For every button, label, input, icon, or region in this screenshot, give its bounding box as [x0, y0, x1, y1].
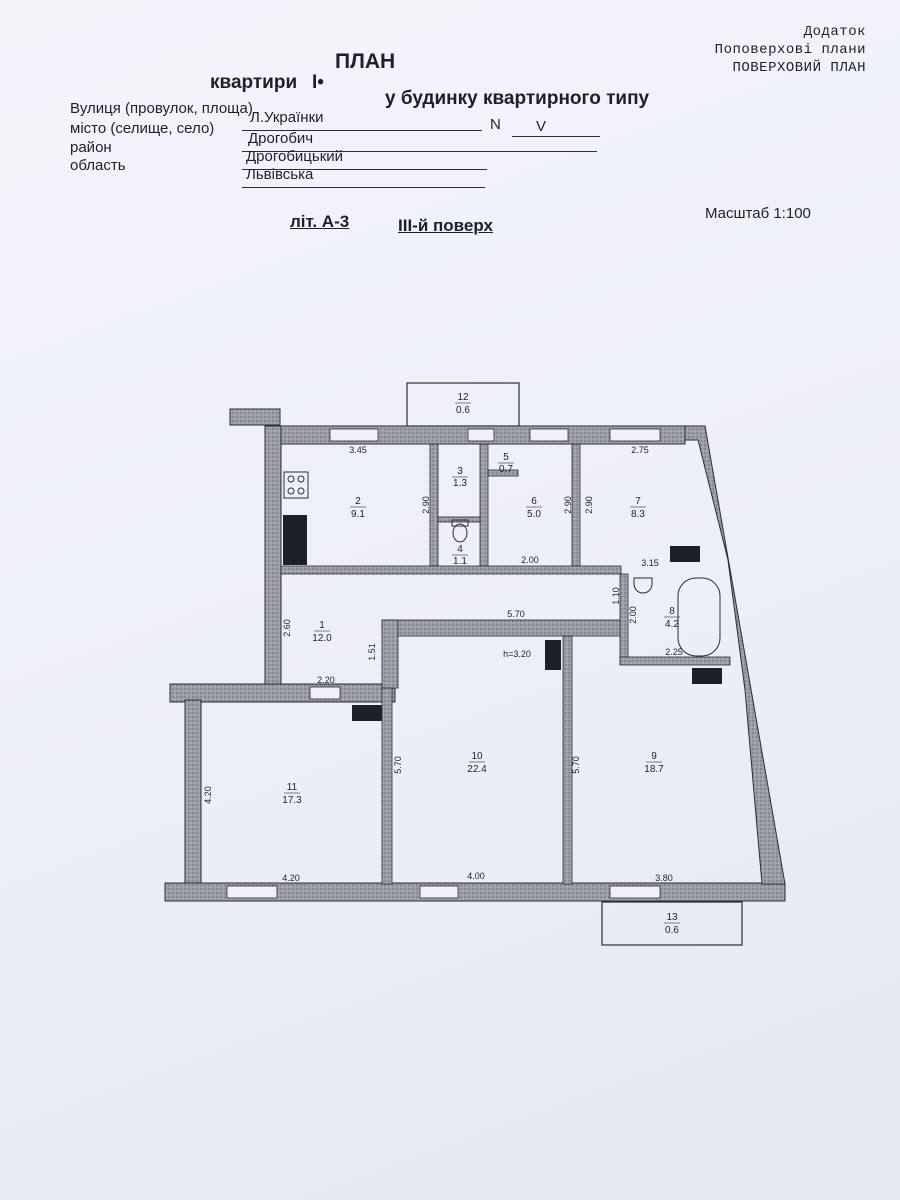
plan-title: ПЛАН	[335, 50, 396, 73]
dim-420b: 4.20	[282, 873, 300, 883]
region-value: Львівська	[246, 166, 314, 183]
dim-200a: 2.00	[521, 555, 539, 565]
district-value: Дрогобицький	[246, 148, 344, 165]
room-4-area: 1.1	[453, 556, 467, 567]
vent-ducts	[283, 515, 722, 721]
dim-260: 2.60	[282, 619, 292, 637]
room-4-no: 4	[457, 544, 463, 555]
stove-icon	[283, 471, 309, 499]
room-1-area: 12.0	[312, 633, 332, 644]
city-label: місто (селище, село)	[70, 120, 215, 137]
city-underline	[242, 151, 597, 152]
dim-225: 2.25	[665, 647, 683, 657]
room-8-no: 8	[669, 606, 675, 617]
exterior-walls	[164, 408, 786, 902]
appendix-block: Додаток Поповерхові плани ПОВЕРХОВИЙ ПЛА…	[715, 24, 866, 76]
dimension-labels: 3.45 2.75 2.00 3.15 5.70 2.25 2.20 h=3.2…	[203, 445, 683, 883]
appendix-line-2: Поповерхові плани	[714, 42, 866, 58]
scale: Масштаб 1:100	[705, 205, 811, 222]
floor: III-й поверх	[398, 216, 493, 235]
room-12-area: 0.6	[456, 405, 470, 416]
dim-290b: 2.90	[563, 496, 573, 514]
room-6-area: 5.0	[527, 509, 541, 520]
room-9-no: 9	[651, 751, 657, 762]
room-11-no: 11	[287, 782, 298, 793]
dim-380: 3.80	[655, 873, 673, 883]
room-2-area: 9.1	[351, 509, 365, 520]
street-underline	[242, 130, 482, 131]
dim-420a: 4.20	[203, 786, 213, 804]
litera: літ. А-3	[290, 212, 350, 231]
bathtub-icon	[677, 577, 721, 657]
dim-345: 3.45	[349, 445, 367, 455]
appendix-line-1: Додаток	[803, 24, 866, 40]
dim-290a: 2.90	[421, 496, 431, 514]
city-value: Дрогобич	[248, 130, 314, 147]
room-11-area: 17.3	[282, 795, 302, 806]
room-7-area: 8.3	[631, 509, 645, 520]
dim-400: 4.00	[467, 871, 485, 881]
dim-290c: 2.90	[584, 496, 594, 514]
room-2-no: 2	[355, 496, 361, 507]
dim-220: 2.20	[317, 675, 335, 685]
room-labels: 12 0.6 2 9.1 3 1.3 4 1.1 5 0.7 6 5.0 7 8…	[282, 392, 680, 936]
room-13-area: 0.6	[665, 925, 679, 936]
dim-570a: 5.70	[507, 609, 525, 619]
district-underline	[242, 169, 487, 170]
appendix-line-3: ПОВЕРХОВИЙ ПЛАН	[732, 60, 866, 76]
room-5-area: 0.7	[499, 464, 513, 475]
balcony-13	[601, 901, 743, 946]
number-value: V	[536, 118, 547, 135]
number-label: N	[490, 116, 501, 133]
apartment-label: квартири	[210, 72, 298, 93]
number-underline	[512, 136, 600, 137]
dim-570c: 5.70	[571, 756, 581, 774]
dim-315: 3.15	[641, 558, 659, 568]
sink-icon	[633, 577, 653, 594]
apartment-number: I•	[312, 72, 324, 93]
room-13-no: 13	[666, 912, 678, 923]
dim-110: 1.10	[611, 587, 621, 605]
dim-200b: 2.00	[628, 606, 638, 624]
room-8-area: 4.2	[665, 619, 679, 630]
dim-151: 1.51	[367, 643, 377, 661]
windows	[226, 428, 661, 899]
region-underline	[242, 187, 485, 188]
interior-walls	[280, 443, 731, 885]
room-9-area: 18.7	[644, 764, 664, 775]
district-label: район	[70, 139, 112, 156]
room-1-no: 1	[319, 620, 325, 631]
building-type: у будинку квартирного типу	[385, 88, 650, 109]
region-label: область	[70, 157, 126, 174]
room-3-no: 3	[457, 466, 463, 477]
room-6-no: 6	[531, 496, 537, 507]
toilet-icon	[451, 519, 469, 543]
room-10-area: 22.4	[467, 764, 487, 775]
room-7-no: 7	[635, 496, 641, 507]
room-10-no: 10	[471, 751, 483, 762]
room-3-area: 1.3	[453, 478, 467, 489]
dim-570b: 5.70	[393, 756, 403, 774]
room-5-no: 5	[503, 452, 509, 463]
street-value: Л.Українки	[250, 109, 324, 126]
street-label: Вулиця (провулок, площа)	[70, 100, 253, 117]
dim-275: 2.75	[631, 445, 649, 455]
room-12-no: 12	[457, 392, 469, 403]
height: h=3.20	[503, 649, 531, 659]
